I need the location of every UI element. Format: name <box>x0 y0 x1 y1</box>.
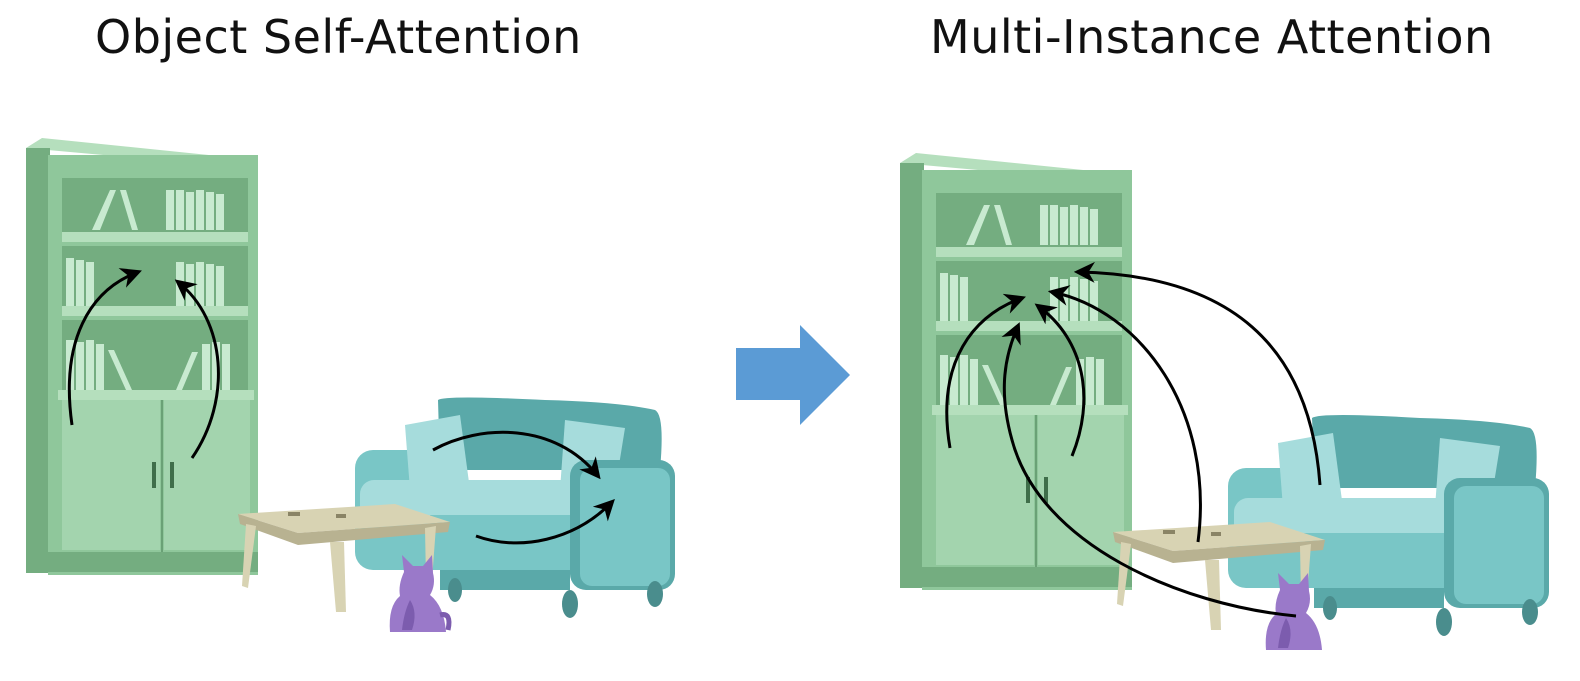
coffee-table-right <box>1113 522 1325 630</box>
left-panel-title: Object Self-Attention <box>95 10 582 64</box>
shelf-self-arrow-1 <box>945 293 1026 449</box>
self-arrow-shelf-2 <box>174 279 220 459</box>
right-scene <box>900 153 1549 650</box>
multi-instance-attention-arrows <box>945 261 1322 618</box>
cat-to-shelf-arrow <box>1001 322 1297 618</box>
shelf-self-arrow-2 <box>1034 303 1086 457</box>
self-arrow-sofa-1 <box>432 430 601 480</box>
self-arrow-shelf-1 <box>67 268 142 426</box>
coffee-table-left <box>238 504 450 612</box>
sofa-to-shelf-arrow <box>1073 261 1322 486</box>
self-arrow-sofa-2 <box>475 498 615 545</box>
cat-figurine-left <box>389 555 452 632</box>
transition-arrow <box>736 325 850 425</box>
left-scene <box>26 138 675 632</box>
sofa-left <box>355 397 675 618</box>
table-to-shelf-arrow <box>1047 285 1202 543</box>
right-panel-title: Multi-Instance Attention <box>930 10 1494 64</box>
bookshelf-right <box>900 153 1132 590</box>
cat-figurine-right <box>1265 573 1322 650</box>
self-attention-arrows <box>67 268 615 545</box>
bookshelf-left <box>26 138 258 575</box>
